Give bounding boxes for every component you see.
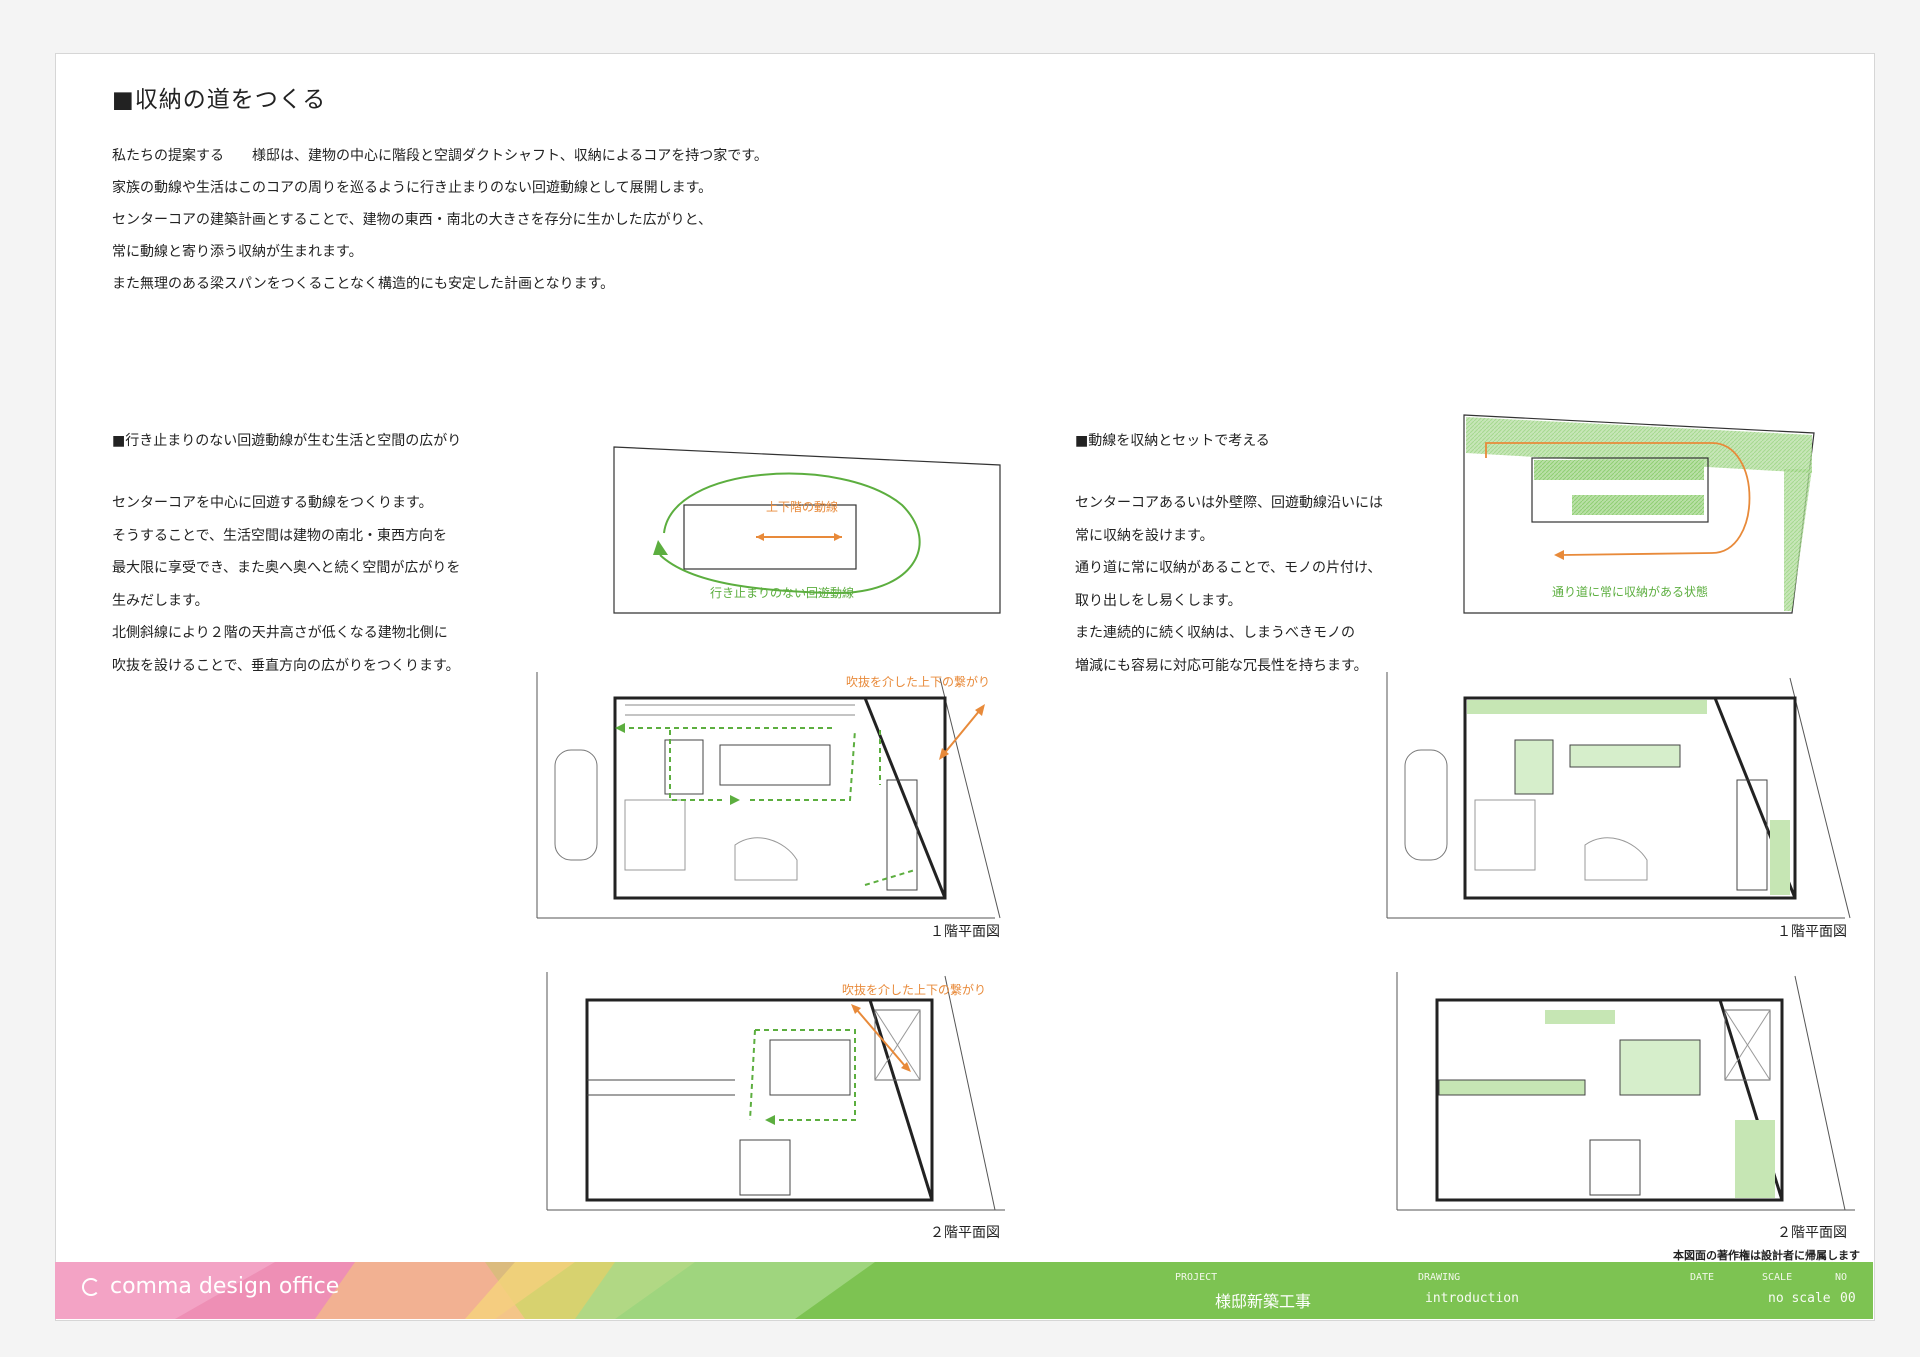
- project-value: 様邸新築工事: [1215, 1292, 1312, 1311]
- intro-paragraph: 私たちの提案する 様邸は、建物の中心に階段と空調ダクトシャフト、収納によるコアを…: [112, 140, 768, 300]
- intro-line: 常に動線と寄り添う収納が生まれます。: [112, 244, 363, 260]
- scale-label: SCALE: [1762, 1272, 1793, 1283]
- sheet-no-value: 00: [1840, 1291, 1856, 1306]
- copyright-note: 本図面の著作権は設計者に帰属します: [1673, 1249, 1860, 1262]
- body-line: 通り道に常に収納があることで、モノの片付け、: [1075, 560, 1382, 576]
- drawing-value: introduction: [1425, 1291, 1519, 1306]
- circulation-concept-diagram: [613, 446, 1001, 614]
- title-block-background: [55, 1262, 1873, 1319]
- drawing-label: DRAWING: [1418, 1272, 1461, 1283]
- void-connection-label-1f: 吹抜を介した上下の繋がり: [846, 675, 991, 689]
- drawing-sheet: [55, 53, 1875, 1321]
- body-line: 吹抜を設けることで、垂直方向の広がりをつくります。: [112, 657, 460, 674]
- floor-plan-2f-label: ２階平面図: [1777, 1225, 1847, 1241]
- body-line: 北側斜線により２階の天井高さが低くなる建物北側に: [112, 625, 448, 641]
- comma-logo-icon: [82, 1278, 100, 1296]
- body-line: そうすることで、生活空間は建物の南北・東西方向を: [112, 527, 448, 544]
- core-stair-label: 上下階の動線: [766, 500, 839, 514]
- body-line: センターコアあるいは外壁際、回遊動線沿いには: [1075, 495, 1383, 511]
- title-block: [55, 1262, 1873, 1319]
- floor-plan-2f-circulation: [546, 972, 1005, 1211]
- date-label: DATE: [1690, 1272, 1715, 1283]
- intro-line: 家族の動線や生活はこのコアの周りを巡るように行き止まりのない回遊動線として展開し…: [112, 180, 713, 196]
- body-line: 最大限に享受でき、また奥へ奥へと続く空間が広がりを: [112, 560, 461, 576]
- brand-logo: comma design office: [82, 1274, 339, 1299]
- left-section-heading: ■行き止まりのない回遊動線が生む生活と空間の広がり: [112, 433, 462, 449]
- brand-name: comma design office: [110, 1274, 340, 1299]
- intro-line: 私たちの提案する 様邸は、建物の中心に階段と空調ダクトシャフト、収納によるコアを…: [112, 148, 768, 164]
- left-section-body: センターコアを中心に回遊する動線をつくります。 そうすることで、生活空間は建物の…: [112, 487, 460, 682]
- floor-plan-2f-storage: [1396, 972, 1855, 1211]
- intro-line: また無理のある梁スパンをつくることなく構造的にも安定した計画となります。: [112, 276, 615, 292]
- body-line: センターコアを中心に回遊する動線をつくります。: [112, 495, 433, 511]
- floor-plan-1f-label: １階平面図: [1777, 924, 1847, 940]
- page-title: ■収納の道をつくる: [112, 87, 327, 113]
- sheet-no-label: NO: [1835, 1272, 1848, 1283]
- right-section-body: センターコアあるいは外壁際、回遊動線沿いには 常に収納を設けます。 通り道に常に…: [1075, 487, 1383, 682]
- storage-path-label: 通り道に常に収納がある状態: [1552, 585, 1709, 599]
- floor-plan-2f-label: ２階平面図: [930, 1225, 1000, 1241]
- loop-circulation-label: 行き止まりのない回遊動線: [710, 586, 855, 600]
- floor-plan-1f-circulation: [536, 672, 1001, 919]
- body-line: 取り出しをし易くします。: [1075, 592, 1242, 609]
- body-line: また連続的に続く収納は、しまうべきモノの: [1075, 625, 1355, 641]
- body-line: 増減にも容易に対応可能な冗長性を持ちます。: [1075, 657, 1368, 674]
- storage-concept-diagram: [1463, 414, 1815, 614]
- right-section-heading: ■動線を収納とセットで考える: [1075, 433, 1270, 449]
- body-line: 常に収納を設けます。: [1075, 527, 1214, 544]
- floor-plan-1f-storage: [1386, 672, 1851, 919]
- project-label: PROJECT: [1175, 1272, 1218, 1283]
- scale-value: no scale: [1768, 1291, 1831, 1306]
- floor-plan-1f-label: １階平面図: [930, 924, 1000, 940]
- intro-line: センターコアの建築計画とすることで、建物の東西・南北の大きさを存分に生かした広が…: [112, 212, 713, 228]
- void-connection-label-2f: 吹抜を介した上下の繋がり: [842, 983, 987, 997]
- body-line: 生みだします。: [112, 592, 209, 609]
